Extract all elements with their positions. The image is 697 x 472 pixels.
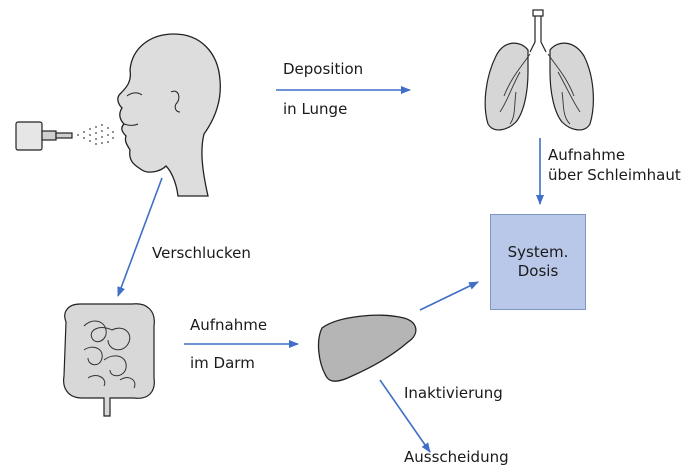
systemic-dose-line2: Dosis [518,262,559,281]
label-aufnahme-schleimhaut-1: Aufnahme [548,146,625,164]
arrow-verschlucken [118,178,162,296]
arrow-to-systemic [420,282,478,310]
label-ausscheidung: Ausscheidung [404,448,509,466]
systemic-dose-line1: System. [508,243,569,262]
lungs-icon [485,10,593,130]
intestine-icon [64,304,155,416]
inhaler-icon [16,122,114,150]
head-profile-icon [118,34,220,196]
label-verschlucken: Verschlucken [152,244,251,262]
systemic-dose-box: System. Dosis [490,214,586,310]
label-deposition: Deposition [283,60,363,78]
label-aufnahme-schleimhaut-2: über Schleimhaut [548,166,681,184]
label-in-lunge: in Lunge [283,100,347,118]
liver-icon [319,315,416,381]
label-aufnahme-darm-1: Aufnahme [190,316,267,334]
label-inaktivierung: Inaktivierung [404,384,503,402]
label-aufnahme-darm-2: im Darm [190,354,255,372]
